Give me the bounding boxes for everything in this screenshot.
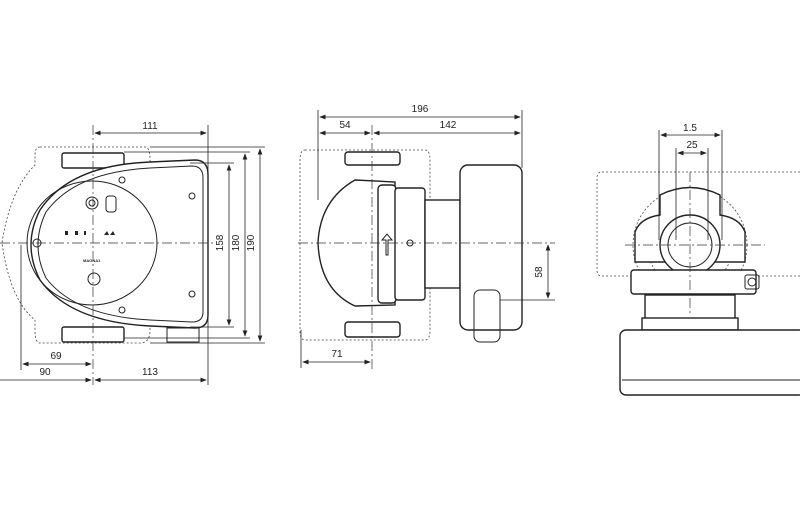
screw-icon	[188, 192, 196, 200]
dim-113: 113	[142, 367, 158, 378]
front-view: MAGNA1 111 158 180 190 69 90 113	[0, 121, 265, 385]
dim-111: 111	[142, 121, 158, 132]
side-view: 196 54 142 58 71	[298, 104, 555, 370]
dim-158: 158	[215, 234, 226, 251]
flow-arrow-icon	[380, 233, 394, 256]
dim-71: 71	[331, 349, 343, 360]
end-view: 1.5 25	[596, 123, 800, 396]
stator-housing	[424, 199, 461, 289]
rotation-arrow-icon	[87, 272, 101, 286]
screw-icon	[118, 176, 126, 184]
mounting-base	[630, 269, 757, 295]
dim-180: 180	[231, 234, 242, 251]
button-icon	[85, 196, 99, 210]
end-clearance-outline	[596, 171, 800, 277]
screw-icon	[188, 290, 196, 298]
dim-142: 142	[440, 120, 457, 131]
stator-ring	[394, 187, 426, 301]
control-box-housing	[30, 159, 209, 329]
dim-69: 69	[50, 351, 62, 362]
inlet-flange	[344, 151, 401, 166]
dim-190: 190	[246, 234, 257, 251]
display-window	[105, 195, 117, 213]
screw-icon	[118, 306, 126, 314]
cable-connector	[166, 327, 200, 343]
dim-196: 196	[412, 104, 429, 115]
dim-25: 25	[686, 140, 698, 151]
control-box-side	[459, 164, 523, 331]
cable-connector-side	[473, 289, 501, 343]
nut-icon	[744, 274, 760, 290]
dim-58: 58	[534, 266, 545, 278]
logo-text: MAGNA1	[83, 258, 101, 263]
dim-1-5: 1.5	[683, 123, 697, 134]
dim-90: 90	[39, 367, 51, 378]
pump-head	[377, 184, 397, 304]
dim-54: 54	[339, 120, 351, 131]
outlet-flange	[344, 321, 401, 338]
control-box-end	[619, 329, 800, 396]
side-clearance-outline	[299, 149, 431, 341]
